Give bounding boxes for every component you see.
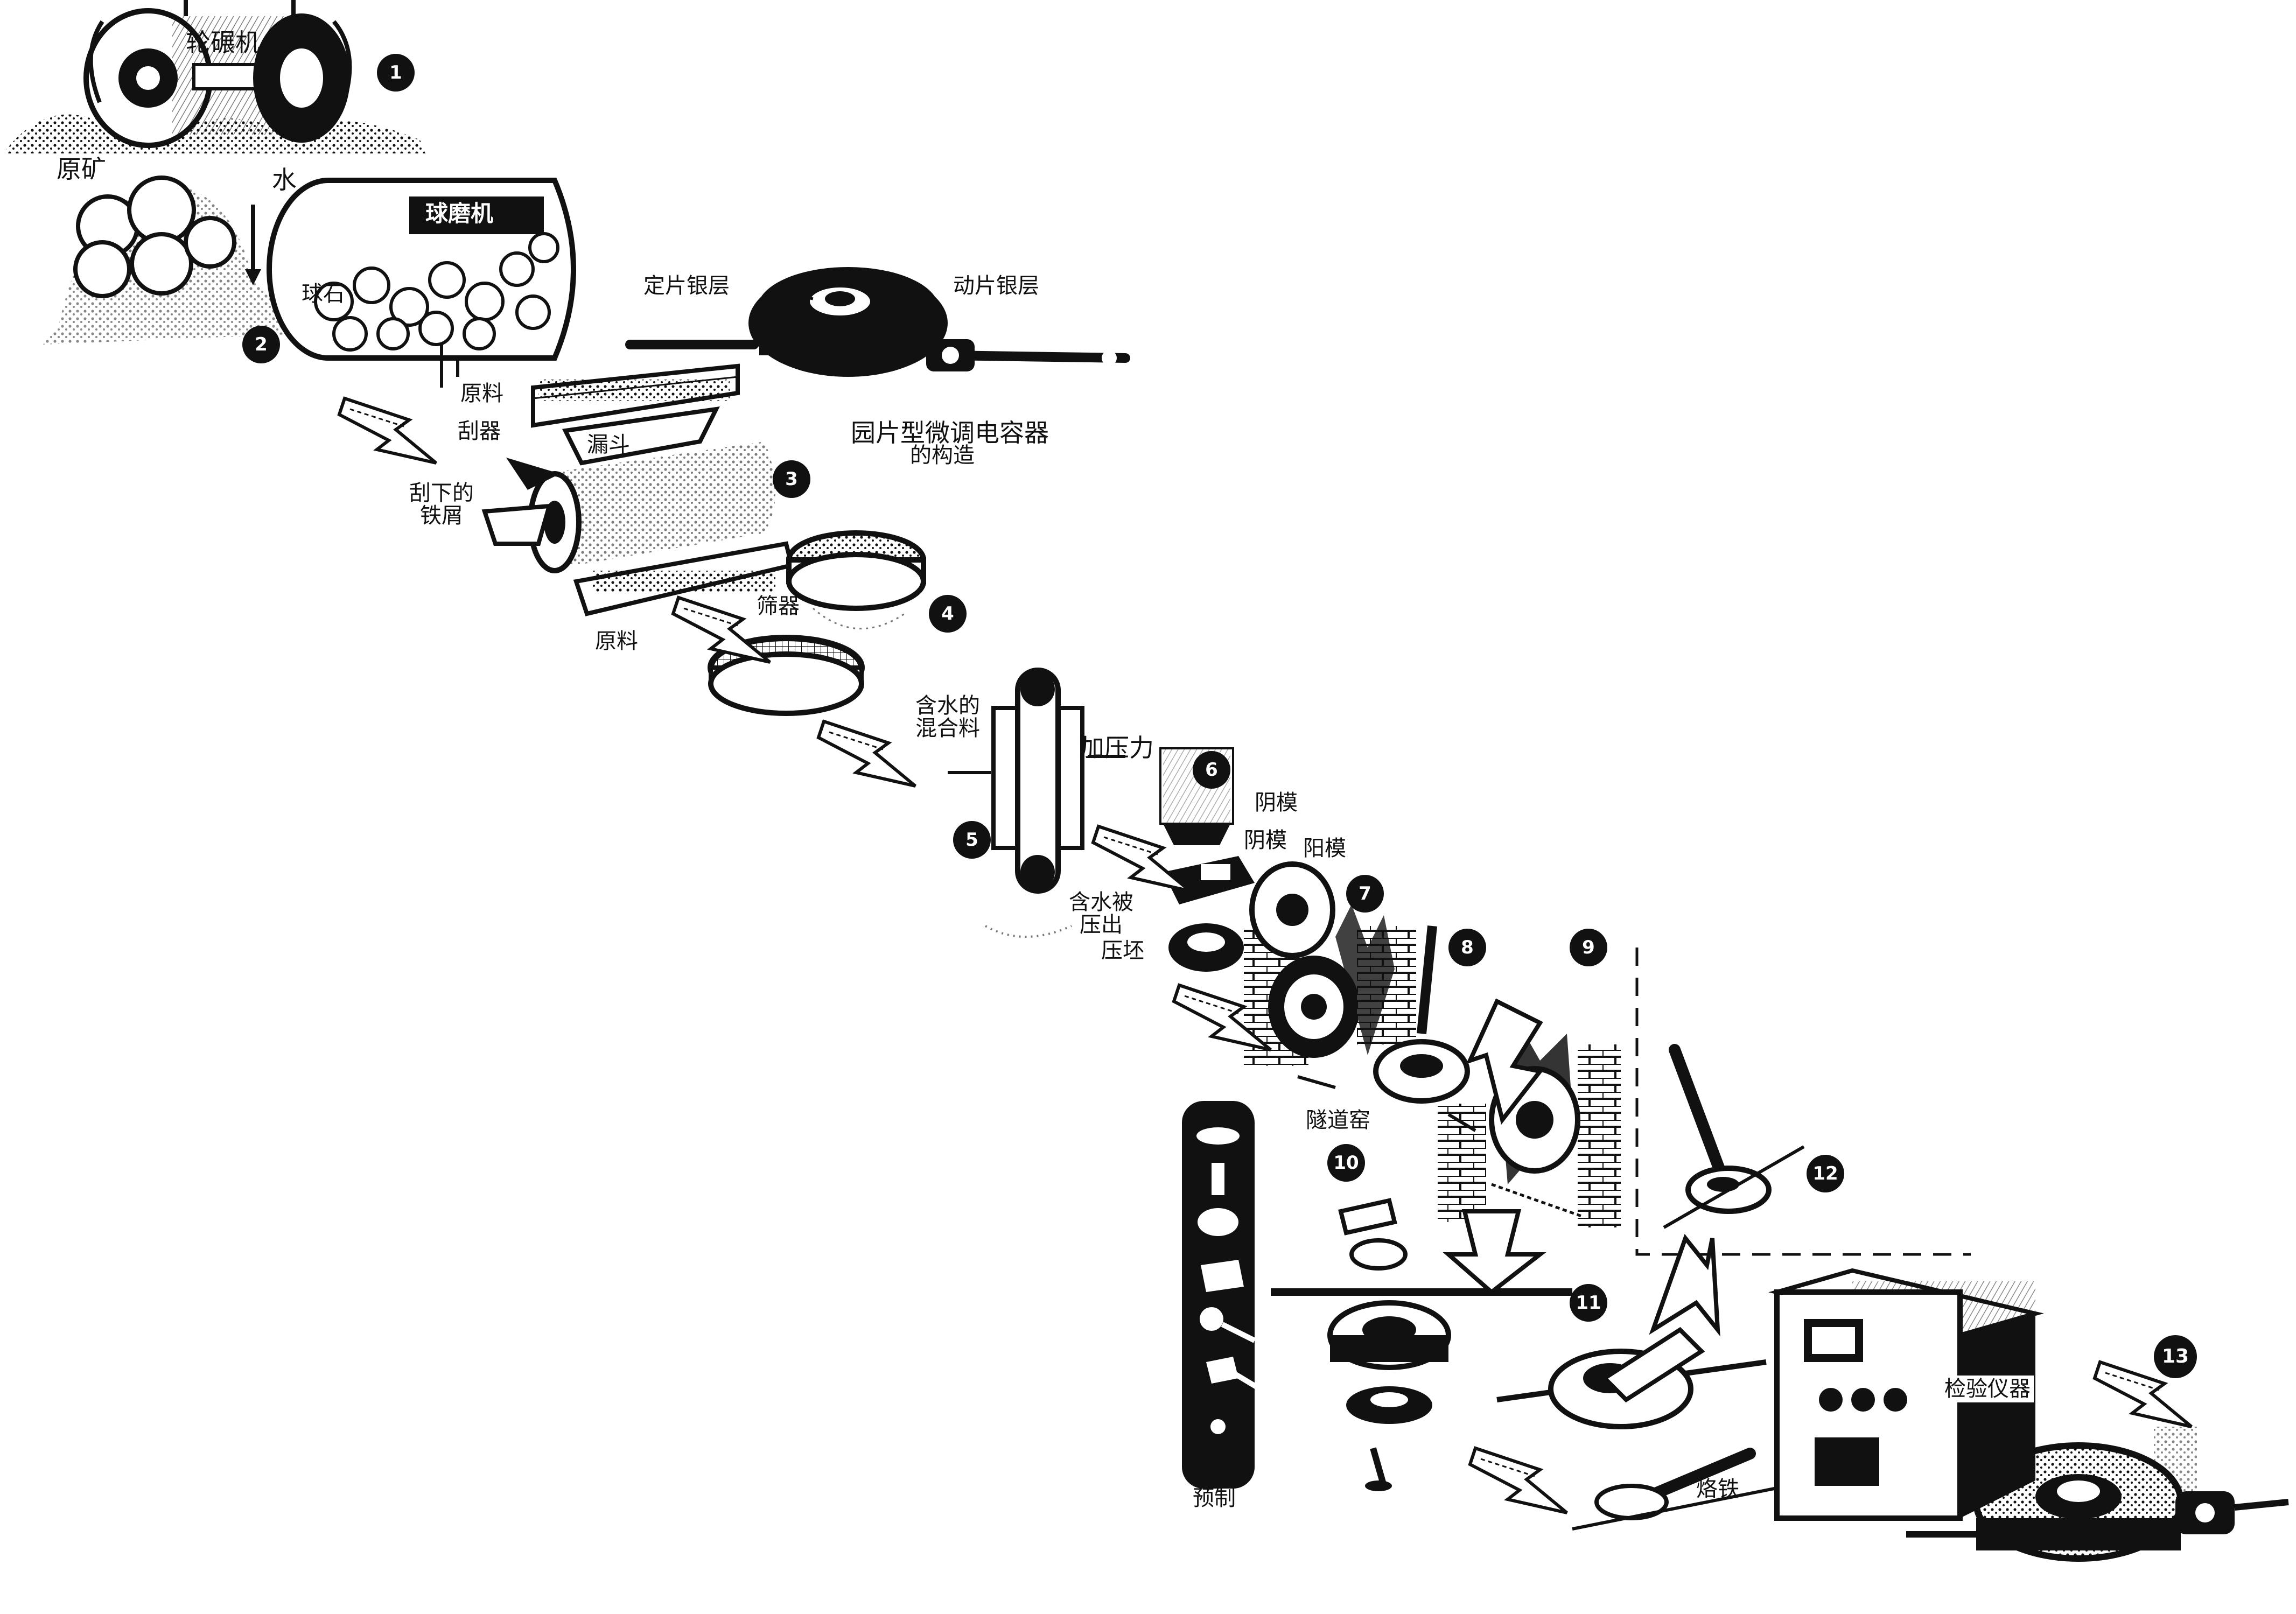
parts-line-2: 预制: [1193, 1486, 1236, 1511]
scraped-iron-label: 刮下的 铁屑: [409, 482, 474, 527]
step-11-marker: 11: [1570, 1284, 1607, 1322]
male-die-label: 阳模: [1303, 836, 1346, 861]
step-3-marker: 3: [773, 460, 810, 498]
step-9-marker: 9: [1570, 929, 1607, 966]
step-5-marker: 5: [953, 821, 991, 859]
raw-material-upper-label: 原料: [460, 381, 503, 406]
soldering-illustration: [1496, 1327, 1788, 1531]
female-die-upper-label: 阴模: [1255, 790, 1298, 815]
scraper-separator-illustration: [481, 363, 794, 616]
parts-prefabrication-column: [1182, 1101, 1262, 1489]
pressed-out-line-2: 压出: [1080, 913, 1123, 937]
step-13-marker: 13: [2154, 1335, 2197, 1378]
ore-label: 原矿: [57, 155, 106, 184]
funnel-label: 漏斗: [587, 432, 630, 457]
step-4-marker: 4: [929, 595, 967, 633]
ball-stone-label: 球石: [302, 282, 345, 306]
scraped-iron-line-1: 刮下的: [409, 481, 474, 506]
ball-mill-illustration: [245, 178, 576, 388]
wet-mix-line-1: 含水的: [915, 693, 980, 718]
filter-press-illustration: [948, 668, 1125, 938]
ball-mill-label: 球磨机: [425, 200, 494, 227]
add-pressure-label: 加压力: [1080, 733, 1154, 762]
pressed-out-label: 含水被 压出: [1069, 891, 1133, 936]
tunnel-kiln-label: 隧道窑: [1306, 1108, 1370, 1133]
wax-dipping-illustration: [1635, 948, 1971, 1256]
moving-silver-label: 动片银层: [953, 273, 1039, 298]
parts-prefab-label: 另件 预制: [1193, 1464, 1236, 1510]
scraper-label: 刮器: [458, 419, 501, 444]
rolling-mill-label: 轮碾机: [186, 28, 260, 57]
capacitor-structure-illustration: [625, 267, 1130, 377]
step-6-marker: 6: [1193, 751, 1230, 789]
blank-label: 压坯: [1101, 938, 1144, 963]
test-instrument-label: 检验仪器: [1941, 1376, 2034, 1402]
fixed-silver-label: 定片银层: [643, 273, 730, 298]
step-10-marker: 10: [1327, 1144, 1365, 1182]
step-8-marker: 8: [1448, 929, 1486, 966]
wet-mix-line-2: 混合料: [915, 716, 980, 741]
capacitor-title: 园片型微调电容器: [851, 418, 1049, 447]
water-label: 水: [272, 165, 297, 194]
step-2-marker: 2: [242, 326, 280, 363]
step-1-marker: 1: [377, 54, 415, 92]
soldering-iron-label: 烙铁: [1696, 1477, 1739, 1501]
step-12-marker: 12: [1807, 1155, 1844, 1192]
rolling-mill-illustration: [5, 0, 425, 153]
flow-arrows: [339, 398, 2192, 1513]
test-instrument-illustration: [1768, 1268, 2044, 1521]
scraped-iron-line-2: 铁屑: [420, 503, 463, 528]
raw-material-lower-label: 原料: [595, 629, 638, 654]
ore-pile-illustration: [43, 176, 302, 345]
pressed-out-line-1: 含水被: [1069, 890, 1133, 915]
kiln-firing-illustration: [1244, 861, 1470, 1104]
sieve-label: 筛器: [757, 594, 800, 619]
step-7-marker: 7: [1346, 875, 1384, 913]
finished-capacitor-illustration: [1906, 1427, 2289, 1562]
assembly-illustration: [1271, 1198, 1572, 1491]
wet-mix-label: 含水的 混合料: [915, 694, 980, 740]
capacitor-subtitle: 的构造: [910, 443, 975, 468]
female-die-lower-label: 阴模: [1244, 828, 1287, 853]
parts-line-1: 另件: [1193, 1463, 1236, 1488]
